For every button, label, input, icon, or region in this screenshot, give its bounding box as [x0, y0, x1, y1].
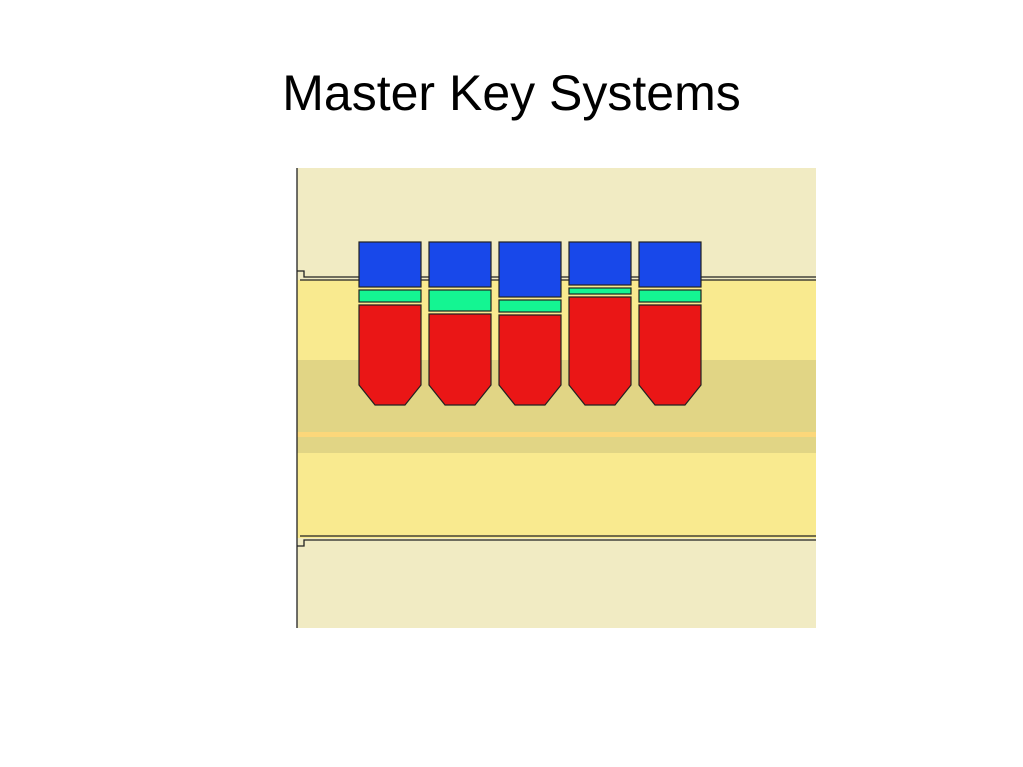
pin-stack-1	[358, 241, 422, 406]
pin-stack-2	[428, 241, 492, 406]
master-pin	[638, 289, 702, 303]
driver-pin	[428, 241, 492, 288]
master-pin	[498, 299, 562, 313]
lock-cylinder-diagram	[296, 168, 816, 628]
key-pin	[568, 296, 632, 406]
key-pin	[428, 313, 492, 406]
keyway-line	[297, 432, 816, 437]
driver-pin	[638, 241, 702, 288]
slide-title: Master Key Systems	[282, 65, 741, 121]
driver-pin	[498, 241, 562, 298]
master-pin	[428, 289, 492, 312]
driver-pin	[568, 241, 632, 286]
driver-pin	[358, 241, 422, 288]
lock-housing-bottom	[297, 538, 816, 628]
pin-stacks	[358, 241, 702, 406]
master-pin	[568, 287, 632, 295]
plug-bottom-outline-lower	[297, 539, 816, 547]
pin-stack-5	[638, 241, 702, 406]
pin-stack-4	[568, 241, 632, 406]
keyway-bottom-band	[297, 437, 816, 453]
key-pin	[358, 304, 422, 406]
key-pin	[498, 314, 562, 406]
master-pin	[358, 289, 422, 303]
key-pin	[638, 304, 702, 406]
pin-stack-3	[498, 241, 562, 406]
